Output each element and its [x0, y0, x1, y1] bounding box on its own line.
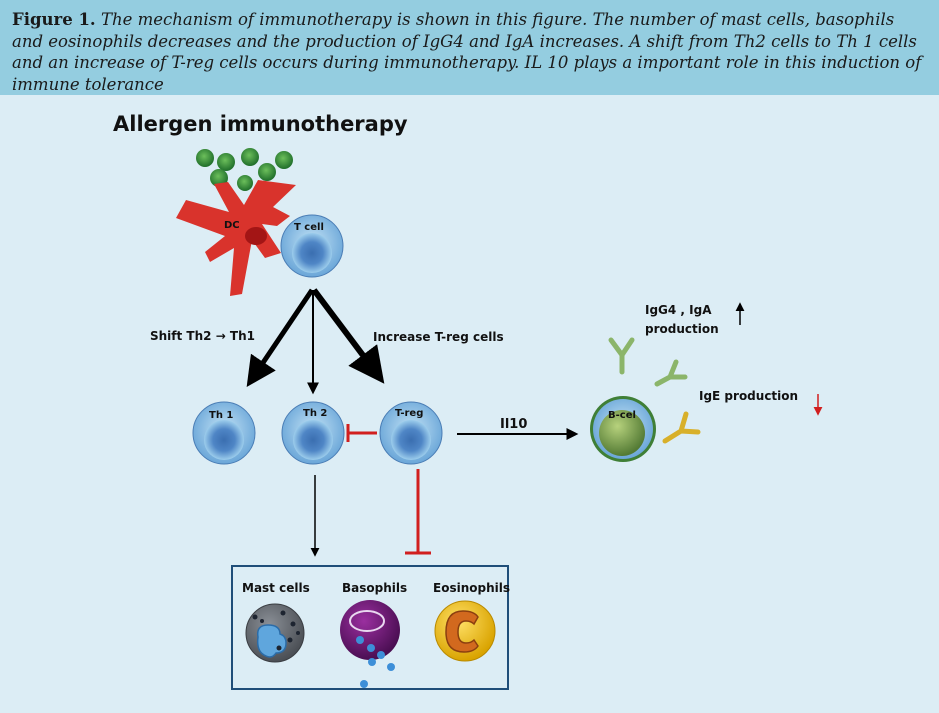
treg-cell-icon	[379, 401, 443, 465]
arrow-to-treg	[311, 288, 385, 384]
b-cell-label: B-cel	[608, 410, 636, 421]
t-cell-icon	[280, 214, 344, 278]
effector-cells-box	[231, 565, 509, 690]
ige-antibody-icon	[662, 411, 701, 444]
basophil-icon	[340, 600, 400, 688]
th1-cell-icon	[192, 401, 256, 465]
ige-production-label: IgE production	[699, 389, 798, 403]
eosinophil-icon	[434, 600, 496, 662]
caption-label: Figure 1.	[12, 10, 96, 29]
treg-inhibits-th2-icon	[346, 424, 377, 442]
b-cell-icon	[590, 396, 656, 462]
antigen-icon	[196, 148, 293, 191]
mast-cell-icon	[245, 603, 305, 663]
treg-increase-label: Increase T-reg cells	[373, 330, 504, 344]
igg4-iga-label: IgG4 , IgA	[645, 303, 712, 317]
eosinophils-label: Eosinophils	[433, 581, 510, 595]
caption-text: The mechanism of immunotherapy is shown …	[12, 10, 922, 94]
th2-cell-icon	[281, 401, 345, 465]
shift-label: Shift Th2 → Th1	[150, 329, 255, 343]
igg4-production-label: production	[645, 322, 719, 336]
il10-label: Il10	[500, 417, 527, 432]
iga-antibody-icon	[654, 359, 688, 387]
igg-antibody-icon	[608, 337, 635, 375]
basophils-label: Basophils	[342, 581, 407, 595]
treg-inhibits-effectors-icon	[405, 469, 431, 555]
arrow-to-th1	[246, 288, 315, 387]
mast-cells-label: Mast cells	[242, 581, 310, 595]
th2-label: Th 2	[303, 408, 327, 419]
treg-label: T-reg	[395, 408, 423, 419]
diagram-title: Allergen immunotherapy	[113, 112, 408, 136]
th1-label: Th 1	[209, 410, 233, 421]
dendritic-cell-icon	[176, 180, 296, 296]
figure-caption: Figure 1. The mechanism of immunotherapy…	[0, 0, 939, 95]
dc-label: DC	[224, 220, 240, 231]
t-cell-label: T cell	[294, 222, 324, 233]
